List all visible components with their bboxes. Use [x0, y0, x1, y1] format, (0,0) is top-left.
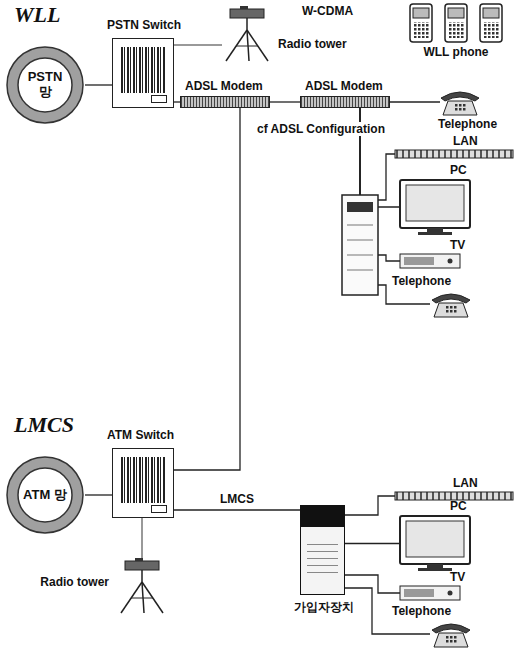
- node-label: PC: [450, 500, 467, 514]
- connector-line: [174, 44, 222, 46]
- node-label: 가입자장치: [294, 601, 354, 615]
- device-box: 가입자장치: [300, 505, 345, 595]
- connector-line: [270, 101, 300, 102]
- panel-slot: [151, 505, 167, 513]
- tv-icon: [400, 586, 460, 600]
- hub-box: [342, 195, 378, 295]
- node-label: Radio tower: [278, 38, 347, 52]
- connector-line: [345, 543, 400, 544]
- note-label: W-CDMA: [300, 4, 355, 18]
- network-circle: ATM 망: [5, 455, 85, 535]
- telephone-icon: [441, 92, 479, 115]
- device-node: TV: [400, 254, 460, 268]
- device-node: LAN: [395, 492, 513, 500]
- telephone-icon: [432, 294, 470, 317]
- network-circle: PSTN 망: [5, 45, 85, 125]
- connector-line: [85, 84, 112, 85]
- node-label: LAN: [453, 135, 478, 149]
- device-node: WLL phone: [402, 4, 510, 44]
- lan-bar: [395, 492, 513, 500]
- node-label: Telephone: [392, 605, 451, 619]
- node-label: WLL phone: [423, 46, 488, 60]
- device-node: Radio tower: [117, 558, 167, 614]
- network-name: PSTN 망: [23, 70, 67, 100]
- device-node: PC: [400, 180, 470, 235]
- modem-box: ADSL Modem: [180, 96, 270, 108]
- device-node: TV: [400, 586, 460, 600]
- panel-slot: [151, 95, 167, 103]
- outer-ring: [7, 457, 83, 533]
- device-node: Radio tower: [222, 6, 272, 62]
- device-node: Telephone: [430, 620, 472, 648]
- device-node: Telephone: [440, 88, 480, 116]
- node-label: ADSL Modem: [305, 80, 383, 94]
- node-label: ADSL Modem: [185, 80, 263, 94]
- node-label: Telephone: [392, 275, 451, 289]
- switch-box: PSTN Switch: [112, 38, 174, 108]
- device-node: LAN: [395, 150, 513, 158]
- wll-phone-icon: [410, 4, 432, 42]
- node-label: PSTN Switch: [107, 19, 181, 33]
- outer-ring: [7, 47, 83, 123]
- connector-line: [390, 101, 440, 102]
- connector-line: [345, 496, 395, 515]
- inner-disc: [18, 58, 72, 112]
- wll-phone-icon: [445, 4, 467, 42]
- node-label: Radio tower: [40, 576, 109, 590]
- wll-phone-icon: [480, 4, 502, 42]
- node-label: ATM Switch: [107, 429, 174, 443]
- section-title: LMCS: [12, 412, 76, 438]
- link-label: LMCS: [218, 492, 256, 506]
- inner-disc: [18, 468, 72, 522]
- device-node: PC: [400, 516, 470, 571]
- pc-monitor-icon: [400, 180, 470, 235]
- barcode-panel: [121, 47, 165, 93]
- node-label: LAN: [453, 477, 478, 491]
- connector-line: [174, 108, 240, 470]
- radio-tower-icon: [226, 6, 268, 61]
- node-label: Telephone: [438, 118, 497, 132]
- node-label: PC: [450, 164, 467, 178]
- tv-icon: [400, 254, 460, 268]
- device-node: Telephone: [430, 290, 472, 318]
- telephone-icon: [432, 624, 470, 647]
- pc-monitor-icon: [400, 516, 470, 571]
- connector-line: [85, 494, 112, 495]
- switch-box: ATM Switch: [112, 448, 174, 518]
- connector-line: [174, 509, 300, 510]
- barcode-panel: [121, 457, 165, 503]
- lan-bar: [395, 150, 513, 158]
- connector-line: [141, 518, 143, 558]
- section-title: WLL: [12, 2, 62, 28]
- note-label: cf ADSL Configuration: [255, 122, 387, 136]
- device-panel: [307, 538, 338, 578]
- radio-tower-icon: [121, 558, 163, 613]
- node-label: TV: [450, 571, 465, 585]
- network-name: ATM 망: [23, 488, 67, 503]
- node-label: TV: [450, 239, 465, 253]
- modem-box: ADSL Modem: [300, 96, 390, 108]
